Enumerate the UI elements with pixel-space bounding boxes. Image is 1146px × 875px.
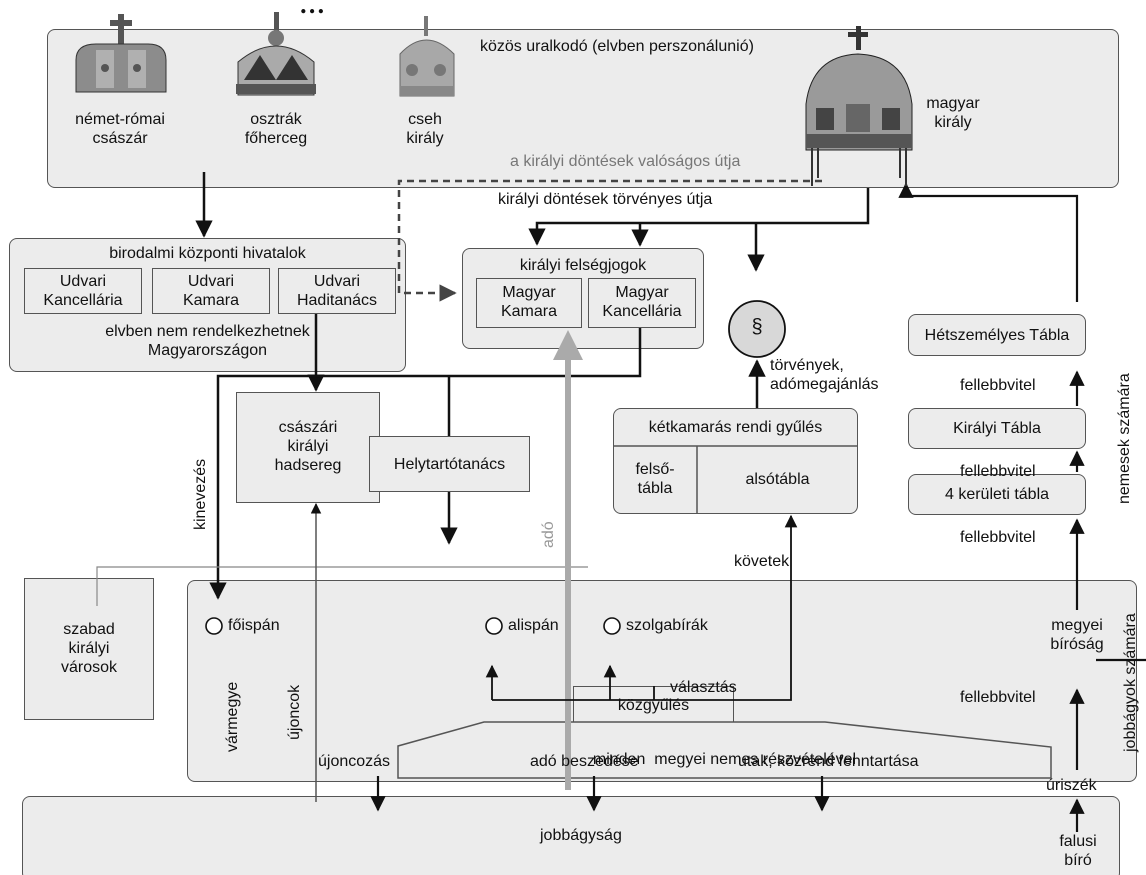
appointment-label: kinevezés bbox=[192, 458, 209, 530]
judges-label: szolgabírák bbox=[626, 617, 708, 634]
udvari-kancellaria-label: Udvari Kancellária bbox=[43, 273, 123, 309]
udvari-kamara-box bbox=[152, 268, 270, 314]
all-nobles-trapezoid bbox=[397, 721, 1052, 779]
all-nobles-label: minden megyei nemes részvételével bbox=[592, 751, 857, 768]
assembly-label: közgyűlés bbox=[617, 697, 690, 714]
ispan-circle bbox=[205, 617, 223, 635]
magyar-kancellaria-label: Magyar Kancellária bbox=[602, 284, 682, 320]
ruler-austrian-label: osztrák főherceg bbox=[244, 111, 308, 147]
district-table-label: 4 kerületi tábla bbox=[944, 486, 1050, 503]
imperial-note: elvben nem rendelkezhetnek Magyarországo… bbox=[105, 323, 310, 359]
ispan-label: főispán bbox=[228, 617, 280, 634]
envoys-line bbox=[575, 514, 798, 701]
free-cities-box bbox=[24, 578, 154, 720]
appeal-label-1: fellebbvitel bbox=[960, 377, 1036, 394]
appointment-line bbox=[209, 328, 642, 600]
appeal-label-3: fellebbvitel bbox=[960, 529, 1036, 546]
holy-roman-crown-icon bbox=[75, 14, 167, 93]
army-label: császári királyi hadsereg bbox=[274, 419, 342, 474]
ruler-bohemian-label: cseh király bbox=[406, 111, 444, 147]
udvari-kancellaria-box bbox=[24, 268, 142, 314]
diet-box bbox=[613, 408, 858, 514]
austrian-crown-icon bbox=[236, 12, 316, 96]
seven-table-box bbox=[908, 314, 1086, 356]
county-label: vármegye bbox=[224, 681, 241, 752]
seven-table-label: Hétszemélyes Tábla bbox=[924, 327, 1070, 344]
upper-house-label: felső- tábla bbox=[635, 461, 675, 497]
laws-label: törvények, adómegajánlás bbox=[770, 357, 879, 393]
udvari-haditanacs-label: Udvari Haditanács bbox=[296, 273, 378, 309]
judges-circle bbox=[603, 617, 621, 635]
arrow-seven-to-king bbox=[898, 182, 1079, 302]
serfs-side-label: jobbágyok számára bbox=[1122, 613, 1139, 752]
roads-label: utak, közrend fenntartása bbox=[738, 753, 919, 770]
title-fragment: … bbox=[300, 0, 326, 19]
serfdom-label: jobbágyság bbox=[540, 827, 622, 844]
appeal-label-4: fellebbvitel bbox=[960, 689, 1036, 706]
legal-path-line bbox=[528, 188, 870, 246]
hungarian-holy-crown-icon bbox=[805, 26, 913, 186]
magyar-kamara-label: Magyar Kamara bbox=[500, 284, 558, 320]
udvari-haditanacs-box bbox=[278, 268, 396, 314]
royal-heading: királyi felségjogok bbox=[519, 257, 647, 274]
cities-connector bbox=[96, 566, 588, 606]
lower-house-label: alsótábla bbox=[745, 471, 810, 488]
rulers-box bbox=[47, 29, 1119, 188]
law-symbol-circle bbox=[728, 300, 786, 358]
royal-table-label: Királyi Tábla bbox=[953, 420, 1041, 437]
election-label: választás bbox=[670, 679, 737, 696]
imperial-heading: birodalmi központi hivatalok bbox=[109, 245, 306, 262]
manorial-court-label: úriszék bbox=[1046, 777, 1097, 794]
tax-label: adó bbox=[540, 521, 557, 548]
free-cities-label: szabad királyi városok bbox=[60, 621, 118, 676]
common-ruler-label: közös uralkodó (elvben perszonálunió) bbox=[480, 38, 754, 55]
lieutenancy-box bbox=[369, 436, 530, 492]
serfdom-box bbox=[22, 796, 1120, 875]
village-judge-label: falusi bíró bbox=[1059, 833, 1097, 869]
county-court-label: megyei bíróság bbox=[1050, 617, 1104, 653]
magyar-kancellaria-box bbox=[588, 278, 696, 328]
envoys-label: követek bbox=[734, 553, 790, 570]
alispan-circle bbox=[485, 617, 503, 635]
army-box bbox=[236, 392, 380, 503]
recruits-label: újoncok bbox=[286, 684, 303, 740]
lieutenancy-label: Helytartótanács bbox=[393, 456, 506, 473]
real-path-label: a királyi döntések valóságos útja bbox=[510, 153, 741, 170]
bohemian-crown-icon bbox=[399, 16, 455, 97]
ruler-holy-roman-label: német-római császár bbox=[75, 111, 165, 147]
royal-table-box bbox=[908, 408, 1086, 449]
magyar-kamara-box bbox=[476, 278, 582, 328]
tax-collection-label: adó beszedése bbox=[530, 753, 639, 770]
appeal-label-2: fellebbvitel bbox=[960, 463, 1036, 480]
alispan-label: alispán bbox=[508, 617, 559, 634]
conscription-label: újoncozás bbox=[318, 753, 391, 770]
ruler-hungarian-label: magyar király bbox=[926, 95, 980, 131]
law-symbol: § bbox=[751, 316, 763, 338]
district-table-box bbox=[908, 474, 1086, 515]
nobles-side-label: nemesek számára bbox=[1116, 373, 1133, 504]
legal-path-label: királyi döntések törvényes útja bbox=[498, 191, 713, 208]
udvari-kamara-label: Udvari Kamara bbox=[182, 273, 240, 309]
diet-heading: kétkamarás rendi gyűlés bbox=[648, 419, 823, 436]
